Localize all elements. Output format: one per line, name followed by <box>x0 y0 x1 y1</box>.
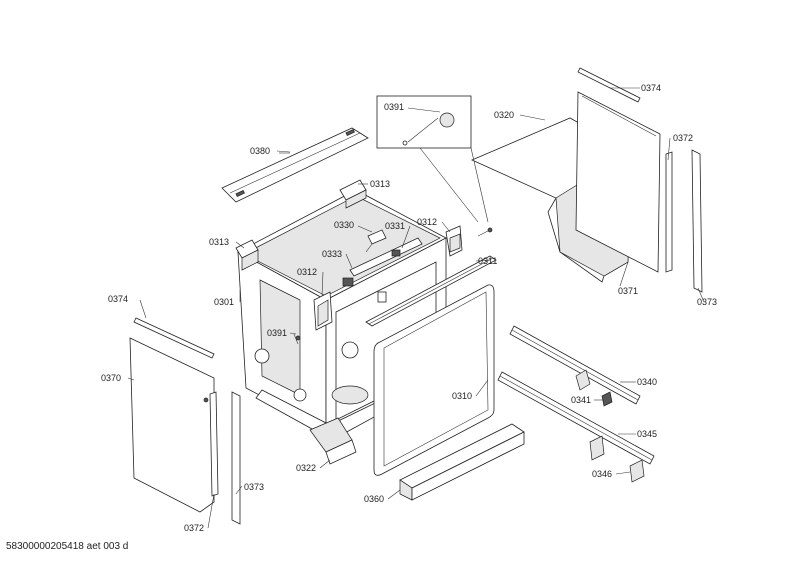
part-0372-profile-right <box>665 151 673 273</box>
label-0345: 0345 <box>637 429 657 439</box>
label-0310: 0310 <box>452 391 472 401</box>
label-0360: 0360 <box>364 494 384 504</box>
part-0373-profile-right <box>691 149 703 293</box>
part-0372-profile-left <box>209 391 219 497</box>
part-0391-screw-small <box>477 227 493 237</box>
label-0380: 0380 <box>250 146 270 156</box>
part-0313-bracket-top <box>339 179 367 209</box>
part-0312-bracket-right <box>445 225 463 257</box>
label-0371: 0371 <box>618 286 638 296</box>
part-0391-screw-left <box>293 333 301 345</box>
label-0311: 0311 <box>478 256 497 266</box>
label-0320: 0320 <box>494 110 514 120</box>
part-0330-spray-holder <box>365 229 387 253</box>
label-0312: 0312 <box>297 267 317 277</box>
part-0345-rail-lower <box>497 371 655 465</box>
part-0311-seal-strip <box>365 255 497 327</box>
leader-lines <box>127 87 705 529</box>
label-0346: 0346 <box>592 469 612 479</box>
part-0313-bracket-left <box>235 239 259 271</box>
part-0373-profile-left <box>231 391 241 525</box>
part-0331-rail <box>349 237 423 277</box>
part-0310-door-gasket <box>373 284 495 476</box>
part-labels: 0374 0391 0320 0372 0380 0313 0330 0331 … <box>101 83 717 533</box>
label-0374: 0374 <box>641 83 661 93</box>
label-0391: 0391 <box>267 328 287 338</box>
document-id-footer: 58300000205418 aet 003 d <box>6 541 129 552</box>
label-0372: 0372 <box>184 523 204 533</box>
part-0346-clip <box>589 435 645 483</box>
part-0380-top-plate <box>221 127 369 203</box>
label-0333: 0333 <box>322 249 342 259</box>
label-0341: 0341 <box>571 395 591 405</box>
part-0322-front-trim <box>309 417 357 465</box>
label-0370: 0370 <box>101 373 121 383</box>
part-0312-bracket-mid <box>313 291 333 331</box>
label-0340: 0340 <box>637 377 657 387</box>
part-0333-clip <box>342 277 354 287</box>
label-0391: 0391 <box>384 102 404 112</box>
part-0340-rail-upper <box>509 325 641 405</box>
label-0313: 0313 <box>209 237 229 247</box>
label-0312: 0312 <box>417 217 437 227</box>
label-0372: 0372 <box>673 133 693 143</box>
part-0341-clip <box>575 369 613 407</box>
label-0301: 0301 <box>214 297 234 307</box>
label-0313: 0313 <box>370 179 390 189</box>
label-0322: 0322 <box>296 463 316 473</box>
label-0374: 0374 <box>108 294 128 304</box>
part-0374-strip-left <box>133 317 215 359</box>
label-0373: 0373 <box>697 297 717 307</box>
label-0330: 0330 <box>334 220 354 230</box>
part-0360-plinth <box>399 423 525 501</box>
label-0331: 0331 <box>385 221 405 231</box>
part-0370-side-panel-left <box>129 337 215 513</box>
label-0373: 0373 <box>244 482 264 492</box>
part-0391-screw-detail-box <box>376 95 489 223</box>
part-0371-side-panel-right <box>575 91 661 273</box>
